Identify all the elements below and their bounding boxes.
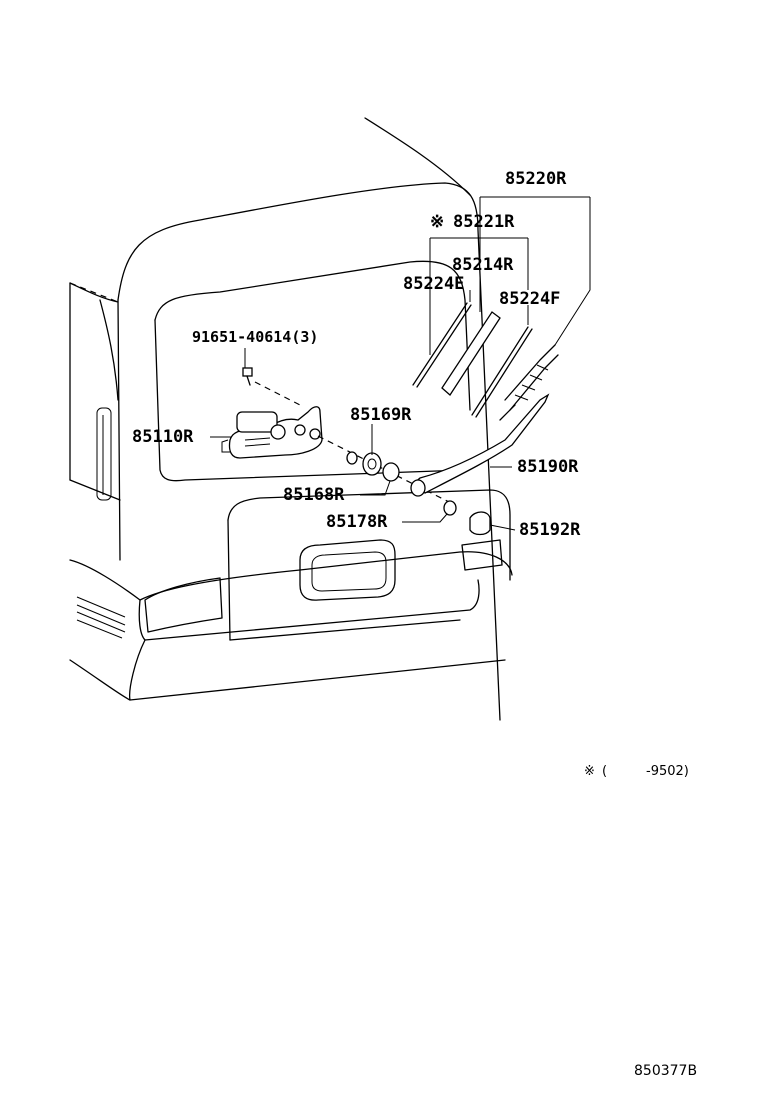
bolt-install-line	[254, 381, 301, 406]
footnote-mark: ※	[584, 764, 595, 779]
vehicle-body-outline	[69, 117, 513, 721]
footnote-range: -9502)	[646, 764, 689, 779]
label-85221R: 85221R	[453, 212, 515, 232]
cap-85192R	[469, 511, 491, 536]
label-85214R: 85214R	[452, 255, 514, 275]
grommet-85169R	[346, 451, 358, 465]
label-85168R: 85168R	[283, 485, 345, 505]
leader-lines	[210, 196, 591, 531]
washer	[362, 452, 382, 476]
label-85224F: 85224F	[499, 289, 561, 309]
shaft-install-line	[317, 435, 456, 506]
footnote-paren: (	[602, 764, 608, 779]
nut-85178R	[443, 500, 457, 516]
wiper-motor	[221, 406, 323, 459]
illustration-code: 850377B	[634, 1063, 698, 1079]
label-85178R: 85178R	[326, 512, 388, 532]
label-85110R: 85110R	[132, 427, 194, 447]
label-85192R: 85192R	[519, 520, 581, 540]
label-91651-40614: 91651-40614(3)	[192, 328, 319, 346]
label-85169R: 85169R	[350, 405, 412, 425]
label-85190R: 85190R	[517, 457, 579, 477]
bolt	[242, 367, 253, 386]
rubber-strip-85224E	[412, 302, 468, 386]
label-85220R: 85220R	[505, 169, 567, 189]
rubber-strip-85224F	[471, 326, 529, 416]
wiper-blade-assembly	[499, 344, 559, 421]
nut-85168R	[382, 462, 400, 482]
wiper-arm	[410, 393, 550, 497]
label-85224E: 85224E	[403, 274, 465, 294]
label-85221R-mark: ※	[430, 212, 445, 232]
blade-85214R	[441, 311, 501, 396]
